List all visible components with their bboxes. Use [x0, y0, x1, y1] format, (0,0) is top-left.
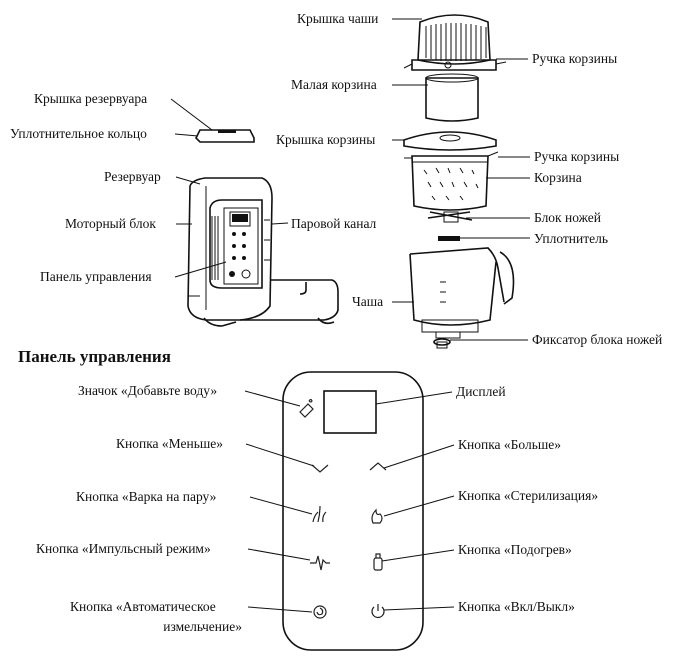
- add-water-icon: [299, 398, 314, 418]
- small-basket-drawing: [425, 73, 479, 122]
- sterilize-icon[interactable]: [371, 508, 383, 524]
- label-tank-lid: Крышка резервуара: [34, 91, 147, 106]
- panel-labels: Значок «Добавьте воду» Дисплей Кнопка «М…: [36, 383, 598, 634]
- label-auto-chop-line2: измельчение»: [163, 619, 242, 634]
- label-control-panel: Панель управления: [40, 269, 152, 284]
- label-sterilize: Кнопка «Стерилизация»: [458, 488, 598, 503]
- label-display: Дисплей: [456, 384, 506, 399]
- label-power: Кнопка «Вкл/Выкл»: [458, 599, 575, 614]
- blade-lock-drawing: [433, 338, 451, 349]
- upper-labels: Крышка чаши Ручка корзины Малая корзина …: [10, 11, 662, 347]
- auto-chop-icon[interactable]: [313, 605, 327, 619]
- less-icon[interactable]: [311, 464, 329, 473]
- heat-icon[interactable]: [373, 553, 383, 571]
- upper-leaders: [170, 18, 530, 341]
- label-sealing-ring: Уплотнительное кольцо: [10, 126, 147, 141]
- power-icon[interactable]: [371, 604, 385, 618]
- label-steam: Кнопка «Варка на пару»: [76, 489, 216, 504]
- label-basket-lid: Крышка корзины: [276, 132, 375, 147]
- basket-drawing: [404, 151, 499, 211]
- bowl-lid-drawing: [403, 14, 507, 71]
- tank-lid-drawing: [195, 129, 255, 143]
- label-motor-unit: Моторный блок: [65, 216, 156, 231]
- label-steam-channel: Паровой канал: [291, 216, 377, 231]
- steam-icon[interactable]: [312, 505, 327, 523]
- label-more: Кнопка «Больше»: [458, 437, 561, 452]
- label-pulse: Кнопка «Импульсный режим»: [36, 541, 211, 556]
- label-less: Кнопка «Меньше»: [116, 436, 223, 451]
- label-basket: Корзина: [534, 170, 582, 185]
- label-tank: Резервуар: [104, 169, 161, 184]
- bowl-drawing: [409, 247, 515, 339]
- basket-lid-drawing: [403, 131, 497, 151]
- label-seal: Уплотнитель: [534, 231, 608, 246]
- pulse-icon[interactable]: [310, 555, 330, 571]
- more-icon[interactable]: [369, 462, 387, 471]
- label-heat: Кнопка «Подогрев»: [458, 542, 572, 557]
- base-unit-drawing: [187, 177, 339, 327]
- seal-drawing: [438, 236, 460, 241]
- display-window: [323, 390, 377, 434]
- label-bowl: Чаша: [352, 294, 383, 309]
- label-bowl-lid: Крышка чаши: [297, 11, 378, 26]
- label-add-water: Значок «Добавьте воду»: [78, 383, 217, 398]
- panel-leaders: [244, 390, 455, 613]
- blade-unit-drawing: [427, 211, 473, 223]
- label-blade-unit: Блок ножей: [534, 210, 601, 225]
- panel-heading: Панель управления: [18, 347, 171, 366]
- label-blade-lock: Фиксатор блока ножей: [532, 332, 662, 347]
- label-basket-handle: Ручка корзины: [534, 149, 619, 164]
- label-auto-chop-line1: Кнопка «Автоматическое: [70, 599, 216, 614]
- label-small-basket: Малая корзина: [291, 77, 377, 92]
- control-panel-outline: [282, 371, 424, 651]
- label-basket-handle-top: Ручка корзины: [532, 51, 617, 66]
